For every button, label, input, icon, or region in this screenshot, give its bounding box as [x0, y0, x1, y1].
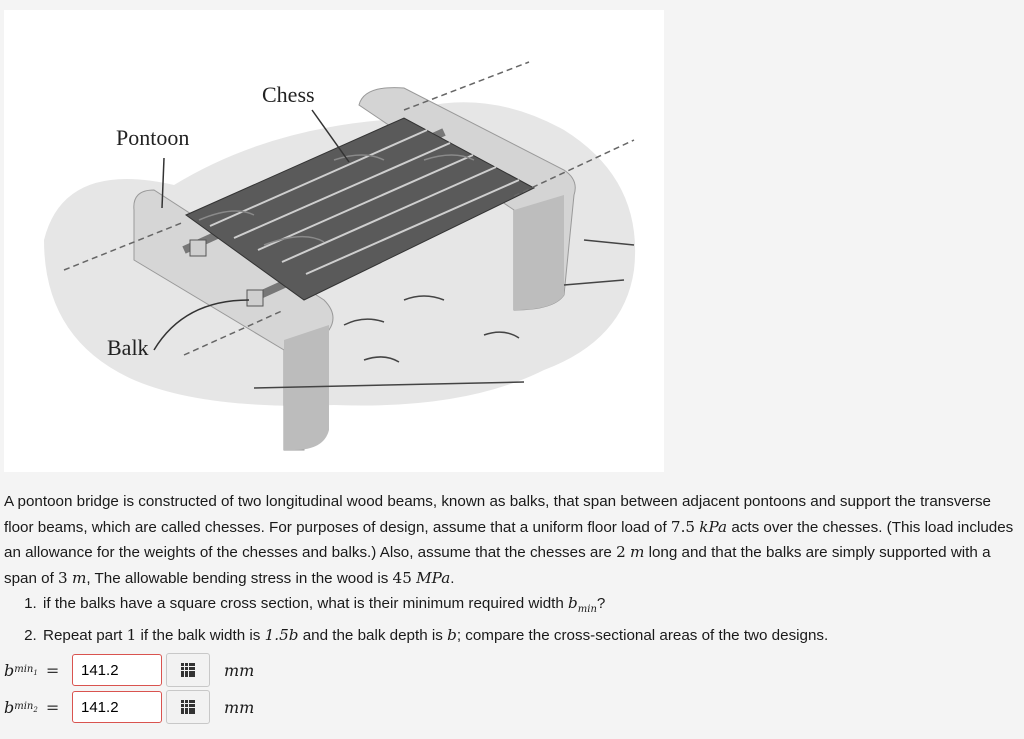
pontoon-bridge-figure: Chess Pontoon Balk [4, 10, 664, 472]
label-pontoon: Pontoon [116, 125, 189, 150]
answer-1-keypad-button[interactable] [166, 653, 210, 687]
answer-1-unit: mm [224, 660, 255, 680]
label-chess: Chess [262, 82, 315, 107]
question-1: if the balks have a square cross section… [41, 591, 1020, 623]
chesses [185, 117, 536, 301]
problem-intro: A pontoon bridge is constructed of two l… [4, 493, 1014, 587]
answer-2-keypad-button[interactable] [166, 690, 210, 724]
grid-icon [181, 663, 195, 677]
right-pontoon [358, 87, 576, 311]
answer-1-input[interactable] [72, 654, 162, 686]
grid-icon [181, 700, 195, 714]
question-list: if the balks have a square cross section… [4, 591, 1020, 648]
label-balk: Balk [107, 335, 149, 360]
answer-2-unit: mm [224, 697, 255, 717]
problem-statement: A pontoon bridge is constructed of two l… [4, 490, 1020, 649]
answer-2-input[interactable] [72, 691, 162, 723]
question-2: Repeat part 1 if the balk width is 1.5b … [41, 623, 1020, 649]
